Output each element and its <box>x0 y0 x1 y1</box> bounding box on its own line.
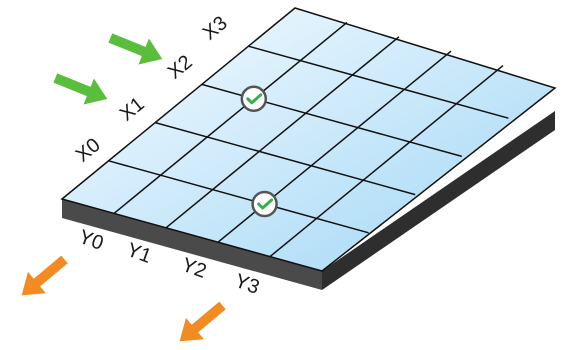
crossbar-panel <box>60 7 557 272</box>
checkmark-stroke <box>257 198 274 210</box>
checkmark-stroke <box>246 93 263 105</box>
col-label-y1: Y1 <box>124 239 155 268</box>
column-line <box>113 21 348 214</box>
marker-ring <box>251 190 278 218</box>
slab-bottom-face <box>62 199 322 290</box>
output-arrows <box>21 255 226 342</box>
checkmark-icon <box>251 190 278 218</box>
input-arrows <box>53 33 163 105</box>
col-label-y0: Y0 <box>76 226 107 255</box>
row-line <box>248 45 509 119</box>
slab-base <box>62 111 555 290</box>
col-label-y3: Y3 <box>232 270 263 299</box>
column-line <box>165 36 400 229</box>
row-label-x1: X1 <box>116 93 149 125</box>
column-line <box>269 65 504 258</box>
row-label-x2: X2 <box>164 51 197 83</box>
row-label-x3: X3 <box>199 12 232 44</box>
row-line <box>108 160 369 234</box>
green-arrow-icon <box>108 33 163 65</box>
crosspoint-markers <box>240 85 278 218</box>
green-arrow-icon <box>53 73 108 105</box>
orange-arrow-icon <box>21 255 68 296</box>
col-label-y2: Y2 <box>179 254 210 283</box>
slab-right-face <box>322 111 555 290</box>
row-label-x0: X0 <box>72 134 105 166</box>
checkmark-icon <box>240 85 268 113</box>
row-line <box>154 121 416 196</box>
orange-arrow-icon <box>179 301 226 342</box>
marker-ring <box>240 85 268 113</box>
